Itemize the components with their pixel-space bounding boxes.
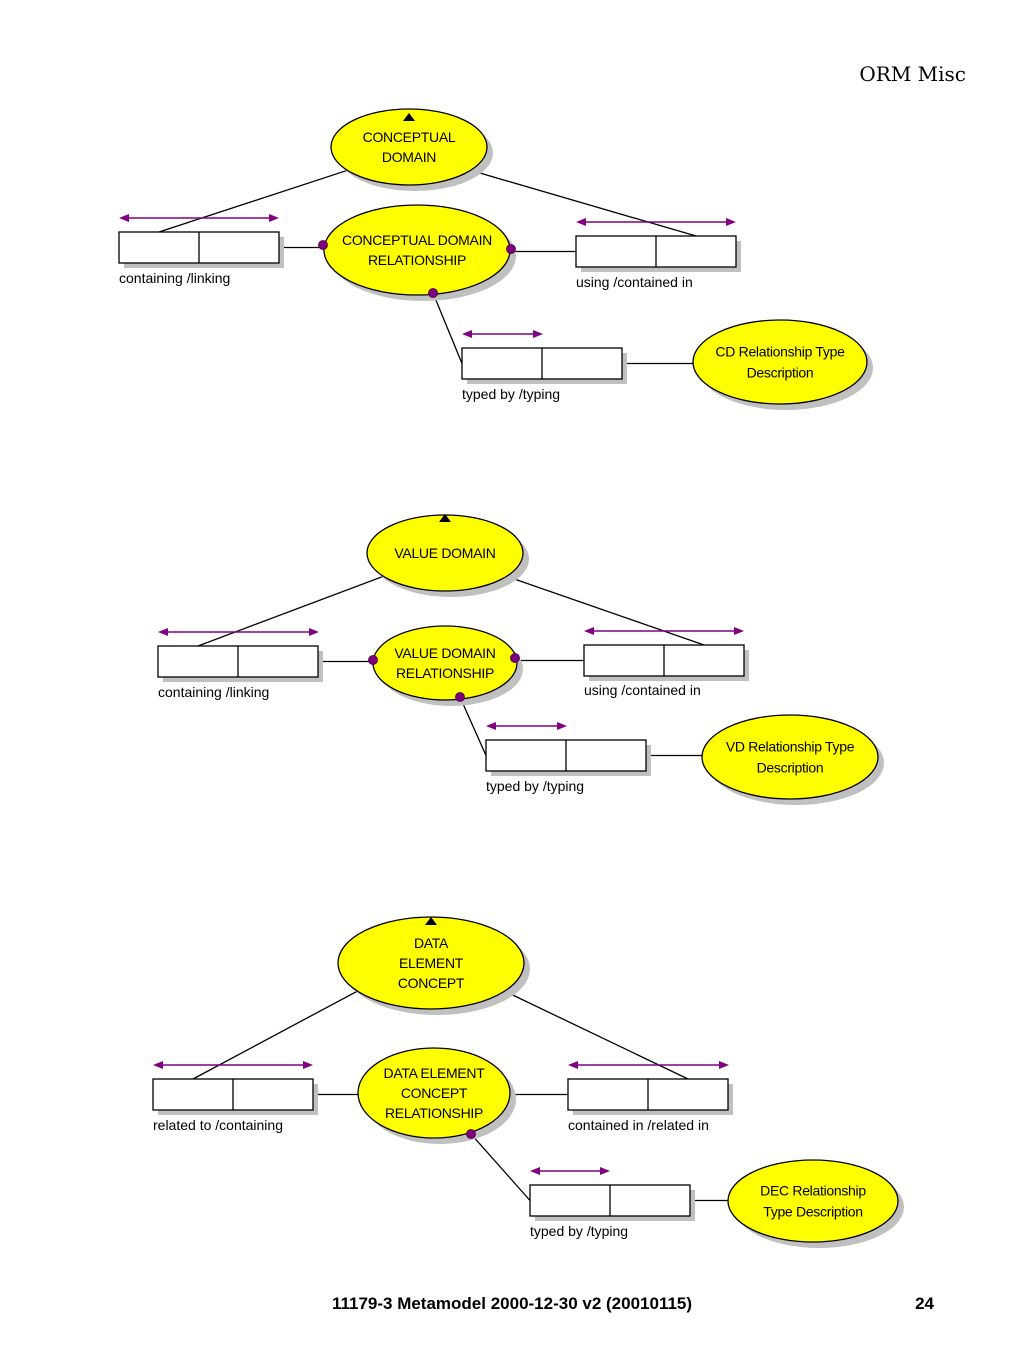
diagram-3-top-entity-label: DATA: [414, 935, 449, 951]
diagram-3-relationship-entity: [357, 1047, 511, 1139]
footer-page-number: 24: [915, 1294, 934, 1313]
diagram-1-top-entity-label: CONCEPTUAL: [363, 129, 456, 145]
diagram-3-top-entity-marker: [425, 917, 437, 925]
diagram-2-link-top-left: [197, 575, 383, 647]
diagram-1-left-role-label: containing /linking: [119, 270, 230, 286]
diagram-1-type-role-label: typed by /typing: [462, 386, 560, 402]
diagram-2-type-uniqueness-arrow-head-right: [557, 722, 567, 730]
diagram-3-relationship-entity-label: RELATIONSHIP: [385, 1105, 483, 1121]
diagram-2-left-role-label: containing /linking: [158, 684, 269, 700]
diagram-1-top-entity-marker: [403, 113, 415, 121]
diagram-1-type-entity: [692, 319, 868, 405]
diagram-2-type-uniqueness-arrow-head-left: [486, 722, 496, 730]
footer-title: 11179-3 Metamodel 2000-12-30 v2 (2001011…: [331, 1294, 693, 1313]
diagram-3-relationship-entity-label: DATA ELEMENT: [384, 1065, 486, 1081]
diagram-3-type-uniqueness-arrow-head-right: [600, 1167, 610, 1175]
diagram-3-left-uniqueness-arrow-head-right: [303, 1061, 313, 1069]
diagram-2-link-rel-type: [459, 696, 487, 756]
diagram-3-type-role-label: typed by /typing: [530, 1223, 628, 1239]
diagram-1-mandatory-dot-bottom: [428, 288, 438, 298]
diagram-2-right-uniqueness-arrow-head-left: [584, 627, 594, 635]
diagram-1-relationship-entity-label: RELATIONSHIP: [368, 252, 466, 268]
diagram-2-mandatory-dot-bottom: [455, 692, 465, 702]
diagram-3-type-entity-label: Type Description: [763, 1203, 862, 1219]
diagram-2-type-entity: [701, 714, 879, 800]
diagram-1-type-uniqueness-arrow-head-right: [533, 330, 543, 338]
diagram-1-right-uniqueness-arrow-head-right: [726, 218, 736, 226]
diagram-2-link-top-right: [507, 575, 705, 646]
diagram-3-top-entity-label: CONCEPT: [398, 975, 465, 991]
diagram-3-type-entity: [727, 1159, 899, 1243]
diagram-2-mandatory-dot-left: [368, 655, 378, 665]
diagram-2-right-uniqueness-arrow-head-right: [734, 627, 744, 635]
diagram-3-left-role-label: related to /containing: [153, 1117, 283, 1133]
diagram-2-mandatory-dot-right: [510, 653, 520, 663]
diagram-1-type-entity-label: CD Relationship Type: [715, 343, 845, 359]
diagram-3-top-entity-label: ELEMENT: [399, 955, 464, 971]
diagram-2-right-role-label: using /contained in: [584, 682, 701, 698]
diagram-1-mandatory-dot-left: [318, 240, 328, 250]
diagram-1-type-uniqueness-arrow-head-left: [462, 330, 472, 338]
diagram-1-relationship-entity: [323, 204, 511, 296]
diagram-2-relationship-entity: [372, 625, 518, 701]
diagram-3-right-role-label: contained in /related in: [568, 1117, 709, 1133]
diagram-1-right-role-label: using /contained in: [576, 274, 693, 290]
diagram-3-type-entity-label: DEC Relationship: [760, 1182, 866, 1198]
diagram-2-type-entity-label: VD Relationship Type: [726, 738, 855, 754]
diagram-1-link-top-left: [158, 169, 347, 233]
diagram-1-top-entity-label: DOMAIN: [382, 149, 436, 165]
diagram-3-right-uniqueness-arrow-head-right: [719, 1061, 729, 1069]
diagram-2-relationship-entity-label: RELATIONSHIP: [396, 665, 494, 681]
page-header: ORM Misc: [859, 62, 966, 86]
diagram-2-relationship-entity-label: VALUE DOMAIN: [394, 645, 495, 661]
diagram-2-top-entity-label: VALUE DOMAIN: [394, 545, 495, 561]
diagram-3-mandatory-dot-bottom: [466, 1129, 476, 1139]
diagram-3-right-uniqueness-arrow-head-left: [568, 1061, 578, 1069]
diagram-3-link-rel-type: [470, 1133, 531, 1201]
diagram-2-left-uniqueness-arrow-head-left: [158, 628, 168, 636]
diagram-1-right-uniqueness-arrow-head-left: [576, 218, 586, 226]
diagram-1-link-top-right: [471, 169, 697, 237]
diagram-1-mandatory-dot-right: [506, 244, 516, 254]
diagram-2-left-uniqueness-arrow-head-right: [309, 628, 319, 636]
diagram-3-type-uniqueness-arrow-head-left: [530, 1167, 540, 1175]
diagram-3-link-top-right: [505, 990, 689, 1080]
diagram-1-left-uniqueness-arrow-head-right: [269, 214, 279, 222]
diagram-1-type-entity-label: Description: [747, 364, 814, 380]
diagram-1-top-entity: [330, 108, 488, 186]
diagram-2-type-role-label: typed by /typing: [486, 778, 584, 794]
diagram-3-left-uniqueness-arrow-head-left: [153, 1061, 163, 1069]
diagram-1-relationship-entity-label: CONCEPTUAL DOMAIN: [342, 232, 492, 248]
diagram-1-link-rel-type: [432, 292, 463, 364]
diagram-1-left-uniqueness-arrow-head-left: [119, 214, 129, 222]
diagram-2-type-entity-label: Description: [757, 759, 824, 775]
diagram-3-link-top-left: [192, 990, 357, 1080]
diagram-3-relationship-entity-label: CONCEPT: [401, 1085, 468, 1101]
diagram-2-top-entity-marker: [439, 514, 451, 522]
